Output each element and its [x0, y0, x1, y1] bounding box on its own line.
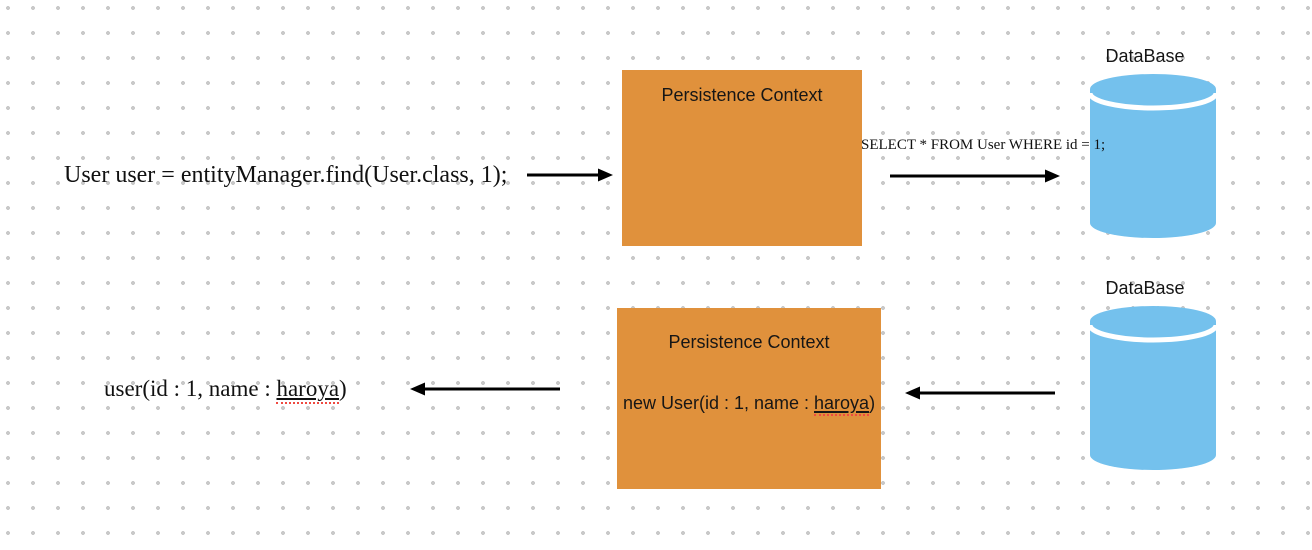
- arrow-head: [598, 168, 613, 182]
- cached-entity-text: new User(id : 1, name : haroya): [617, 393, 881, 416]
- arrow-right-icon: [527, 168, 613, 182]
- entity-text-prefix: new User(id : 1, name :: [622, 393, 815, 413]
- find-code-text: User user = entityManager.find(User.clas…: [64, 162, 508, 188]
- database-cylinder-body: [1090, 306, 1216, 470]
- result-text-prefix: user(id : 1, name :: [104, 376, 277, 401]
- database-label-top: DataBase: [1105, 46, 1185, 66]
- database-lid-separator: [1088, 92, 1218, 111]
- persistence-context-box-top: Persistence Context: [622, 70, 862, 246]
- database-lid-separator: [1088, 324, 1218, 343]
- result-text-misspelled-word: haroya: [276, 376, 340, 404]
- arrow-head: [905, 386, 920, 400]
- returned-user-text: user(id : 1, name : haroya): [104, 376, 347, 404]
- arrow-left-icon: [410, 382, 560, 396]
- arrow-head: [410, 382, 425, 396]
- sql-query-label: SELECT * FROM User WHERE id = 1;: [861, 137, 1106, 153]
- persistence-context-title: Persistence Context: [668, 332, 830, 352]
- database-icon: [1088, 306, 1218, 470]
- entity-text-suffix: ): [869, 393, 876, 413]
- arrow-left-icon: [905, 386, 1055, 400]
- arrow-right-icon: [890, 169, 1060, 183]
- persistence-context-box-bottom: Persistence Context new User(id : 1, nam…: [617, 308, 881, 489]
- entity-text-misspelled-word: haroya: [814, 393, 870, 416]
- database-cylinder-body: [1090, 74, 1216, 238]
- database-icon: [1088, 74, 1218, 238]
- arrow-head: [1045, 169, 1060, 183]
- persistence-context-title: Persistence Context: [661, 85, 823, 105]
- result-text-suffix: ): [339, 376, 347, 401]
- database-label-bottom: DataBase: [1105, 278, 1185, 298]
